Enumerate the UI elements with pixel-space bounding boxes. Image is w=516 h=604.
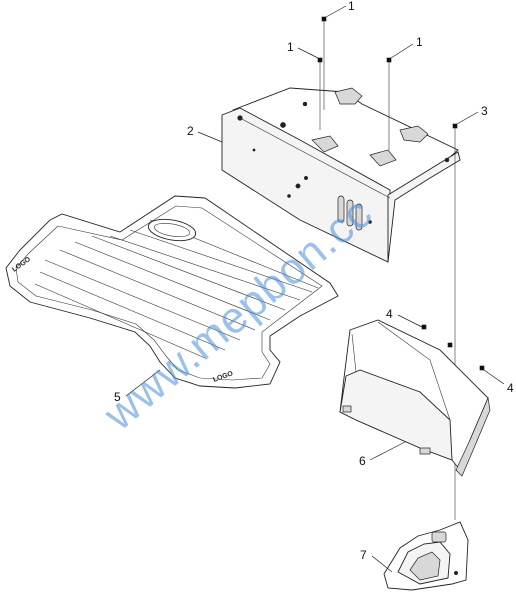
callout-1-right: 1 — [416, 35, 423, 49]
part-6-shroud — [339, 319, 491, 477]
callout-6: 6 — [359, 454, 366, 468]
callout-2: 2 — [187, 124, 194, 138]
callout-1-left: 1 — [287, 40, 294, 54]
callouts: 1 1 1 2 3 4 4 5 6 7 — [114, 0, 514, 573]
part-2-bracket — [221, 87, 461, 263]
callout-3: 3 — [481, 104, 488, 118]
callout-4-left: 4 — [386, 307, 393, 321]
callout-7: 7 — [360, 548, 367, 562]
callout-4-right: 4 — [507, 381, 514, 395]
part-5-floor-mat: LOGO LOGO — [5, 195, 339, 389]
callout-5: 5 — [114, 390, 121, 404]
callout-1-top: 1 — [348, 0, 355, 13]
part-7-lower-bracket — [383, 521, 469, 591]
bolts-part-1 — [317, 16, 392, 150]
